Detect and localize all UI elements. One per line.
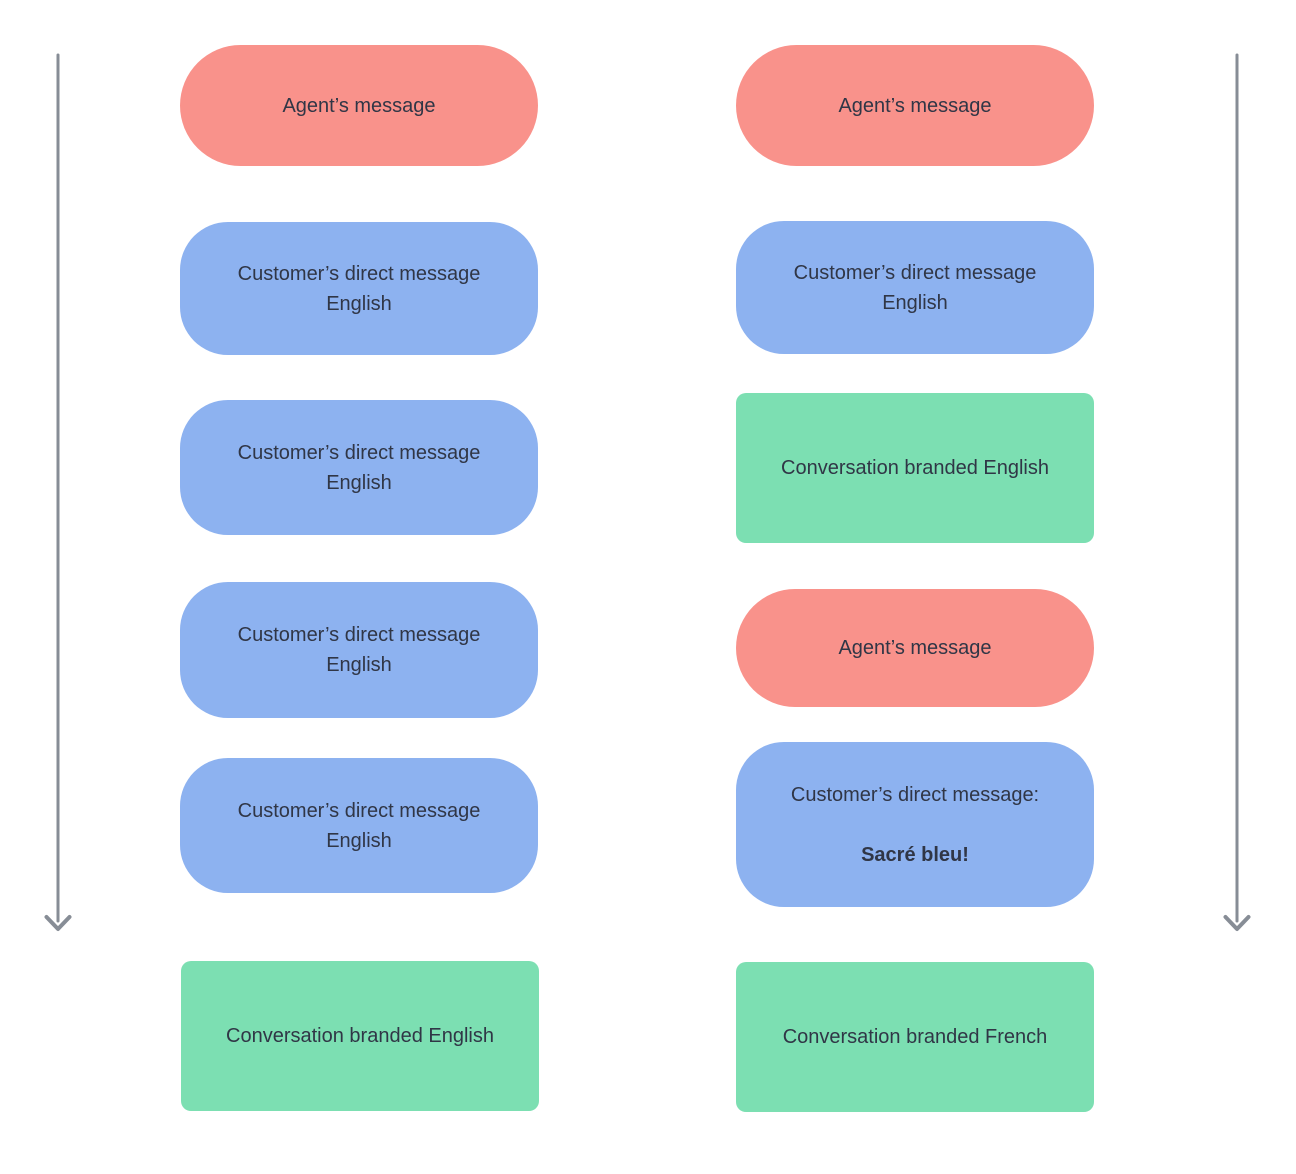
bubble-customer-direct-message: Customer’s direct message English — [180, 222, 538, 355]
bubble-text: English — [882, 291, 948, 314]
bubble-customer-direct-message: Customer’s direct message English — [180, 582, 538, 718]
bubble-conversation-branded: Conversation branded English — [736, 393, 1094, 543]
bubble-text: Agent’s message — [838, 637, 992, 659]
bubble-text: Customer’s direct message — [237, 441, 481, 464]
bubble-customer-direct-message: Customer’s direct message English — [736, 221, 1094, 354]
bubble-text: Customer’s direct message — [237, 799, 481, 822]
bubble-conversation-branded: Conversation branded English — [181, 961, 539, 1111]
bubble-text: Customer’s direct message: — [790, 783, 1040, 806]
bubble-text-emphasis: Sacré bleu! — [861, 843, 969, 866]
bubble-customer-direct-message: Customer’s direct message English — [180, 400, 538, 535]
bubble-agent-message: Agent’s message — [736, 45, 1094, 166]
down-arrow-right — [1223, 53, 1251, 931]
bubble-text: Conversation branded French — [782, 1026, 1048, 1048]
bubble-text: Customer’s direct message — [793, 261, 1037, 284]
bubble-text: Agent’s message — [838, 94, 992, 117]
bubble-text: Conversation branded English — [781, 457, 1049, 479]
bubble-text: Customer’s direct message — [237, 262, 481, 285]
bubble-conversation-branded: Conversation branded French — [736, 962, 1094, 1112]
bubble-agent-message: Agent’s message — [736, 589, 1094, 707]
bubble-customer-direct-message: Customer’s direct message English — [180, 758, 538, 893]
bubble-customer-direct-message-french: Customer’s direct message: Sacré bleu! — [736, 742, 1094, 907]
bubble-text: English — [326, 292, 392, 315]
down-arrow-left — [44, 53, 72, 931]
bubble-agent-message: Agent’s message — [180, 45, 538, 166]
bubble-text: English — [326, 471, 392, 494]
bubble-text: Conversation branded English — [226, 1025, 494, 1047]
bubble-text: Customer’s direct message — [237, 624, 481, 646]
bubble-text: English — [326, 829, 392, 852]
bubble-text: Agent’s message — [282, 94, 436, 117]
bubble-text: English — [326, 654, 392, 676]
